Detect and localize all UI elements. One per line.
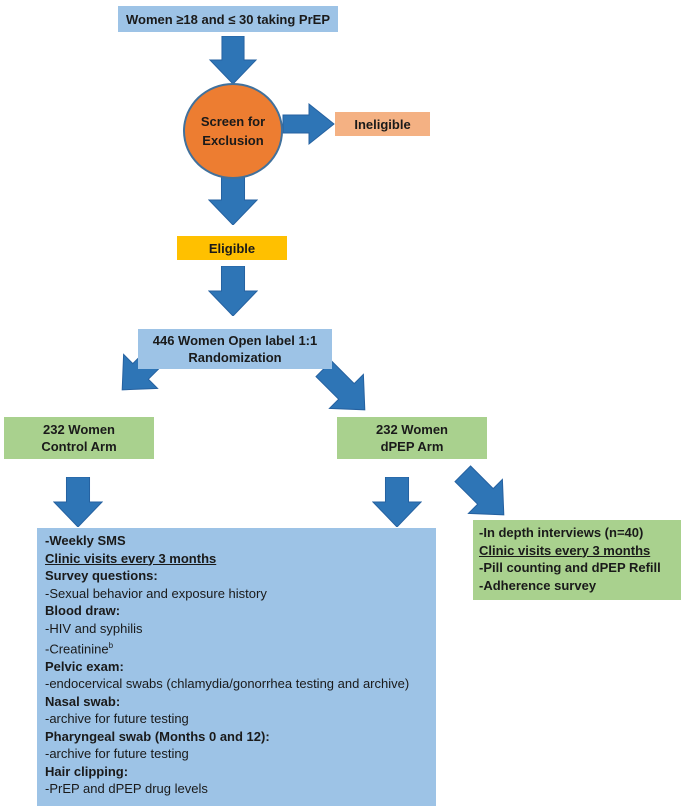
weekly-sms-item: -Weekly SMS	[45, 533, 126, 548]
control-arm-label-line2: Control Arm	[41, 439, 117, 454]
nasal-swab-item: -archive for future testing	[45, 711, 189, 727]
blood-draw-item-hiv: -HIV and syphilis	[45, 620, 143, 636]
shared-procedures-box: -Weekly SMS Clinic visits every 3 months…	[37, 528, 436, 806]
hair-clipping-item: -PrEP and dPEP drug levels	[45, 781, 208, 797]
control-arm-label-line1: 232 Women	[42, 422, 115, 437]
creatinine-footnote: b	[108, 641, 114, 650]
pharyngeal-swab-header: Pharyngeal swab (Months 0 and 12):	[45, 728, 270, 744]
arrow-to-screen	[209, 36, 257, 84]
interviews-item: -In depth interviews (n=40)	[479, 525, 644, 540]
clinic-visits-item: Clinic visits every 3 months	[45, 550, 217, 566]
screen-label-line1: Screen for	[200, 114, 266, 129]
survey-item: -Sexual behavior and exposure history	[45, 585, 267, 601]
randomization-box: 446 Women Open label 1:1 Randomization	[138, 329, 332, 369]
blood-draw-header: Blood draw:	[45, 603, 121, 618]
control-arm-box: 232 Women Control Arm	[4, 417, 154, 459]
eligible-label: Eligible	[208, 240, 256, 256]
nasal-swab-header: Nasal swab:	[45, 693, 121, 709]
screen-for-exclusion-node: Screen for Exclusion	[183, 83, 283, 179]
pelvic-exam-item: -endocervical swabs (chlamydia/gonorrhea…	[45, 676, 410, 692]
ineligible-label: Ineligible	[354, 116, 411, 132]
blood-draw-item-creatinine: -Creatinineb	[45, 637, 428, 658]
creatinine-text: -Creatinine	[45, 641, 109, 657]
arrow-dpep-to-interviews	[454, 465, 505, 516]
pharyngeal-swab-item: -archive for future testing	[45, 746, 189, 762]
randomization-label-line2: Randomization	[188, 350, 282, 365]
hair-clipping-header: Hair clipping:	[45, 763, 129, 779]
screen-label-line2: Exclusion	[202, 133, 264, 148]
dpep-arm-label-line2: dPEP Arm	[380, 439, 444, 454]
arrow-to-randomization	[208, 266, 258, 316]
adherence-survey-item: -Adherence survey	[479, 577, 597, 593]
survey-header: Survey questions:	[45, 568, 158, 583]
arrow-to-eligible	[208, 175, 258, 225]
eligible-box: Eligible	[177, 236, 287, 260]
dpep-arm-label-line1: 232 Women	[375, 422, 448, 437]
dpep-procedures-box: -In depth interviews (n=40) Clinic visit…	[473, 520, 681, 600]
dpep-clinic-visits-item: Clinic visits every 3 months	[479, 542, 651, 558]
arrow-control-to-procedures	[53, 477, 103, 527]
arrow-to-ineligible	[282, 102, 335, 146]
eligibility-criteria-label: Women ≥18 and ≤ 30 taking PrEP	[125, 11, 331, 27]
pill-counting-item: -Pill counting and dPEP Refill	[479, 560, 661, 575]
ineligible-box: Ineligible	[335, 112, 430, 136]
pelvic-exam-header: Pelvic exam:	[45, 658, 124, 674]
dpep-arm-box: 232 Women dPEP Arm	[337, 417, 487, 459]
arrow-to-dpep-arm	[315, 360, 366, 411]
eligibility-criteria-box: Women ≥18 and ≤ 30 taking PrEP	[118, 6, 338, 32]
randomization-label-line1: 446 Women Open label 1:1	[152, 333, 318, 348]
arrow-dpep-to-procedures	[372, 477, 422, 527]
